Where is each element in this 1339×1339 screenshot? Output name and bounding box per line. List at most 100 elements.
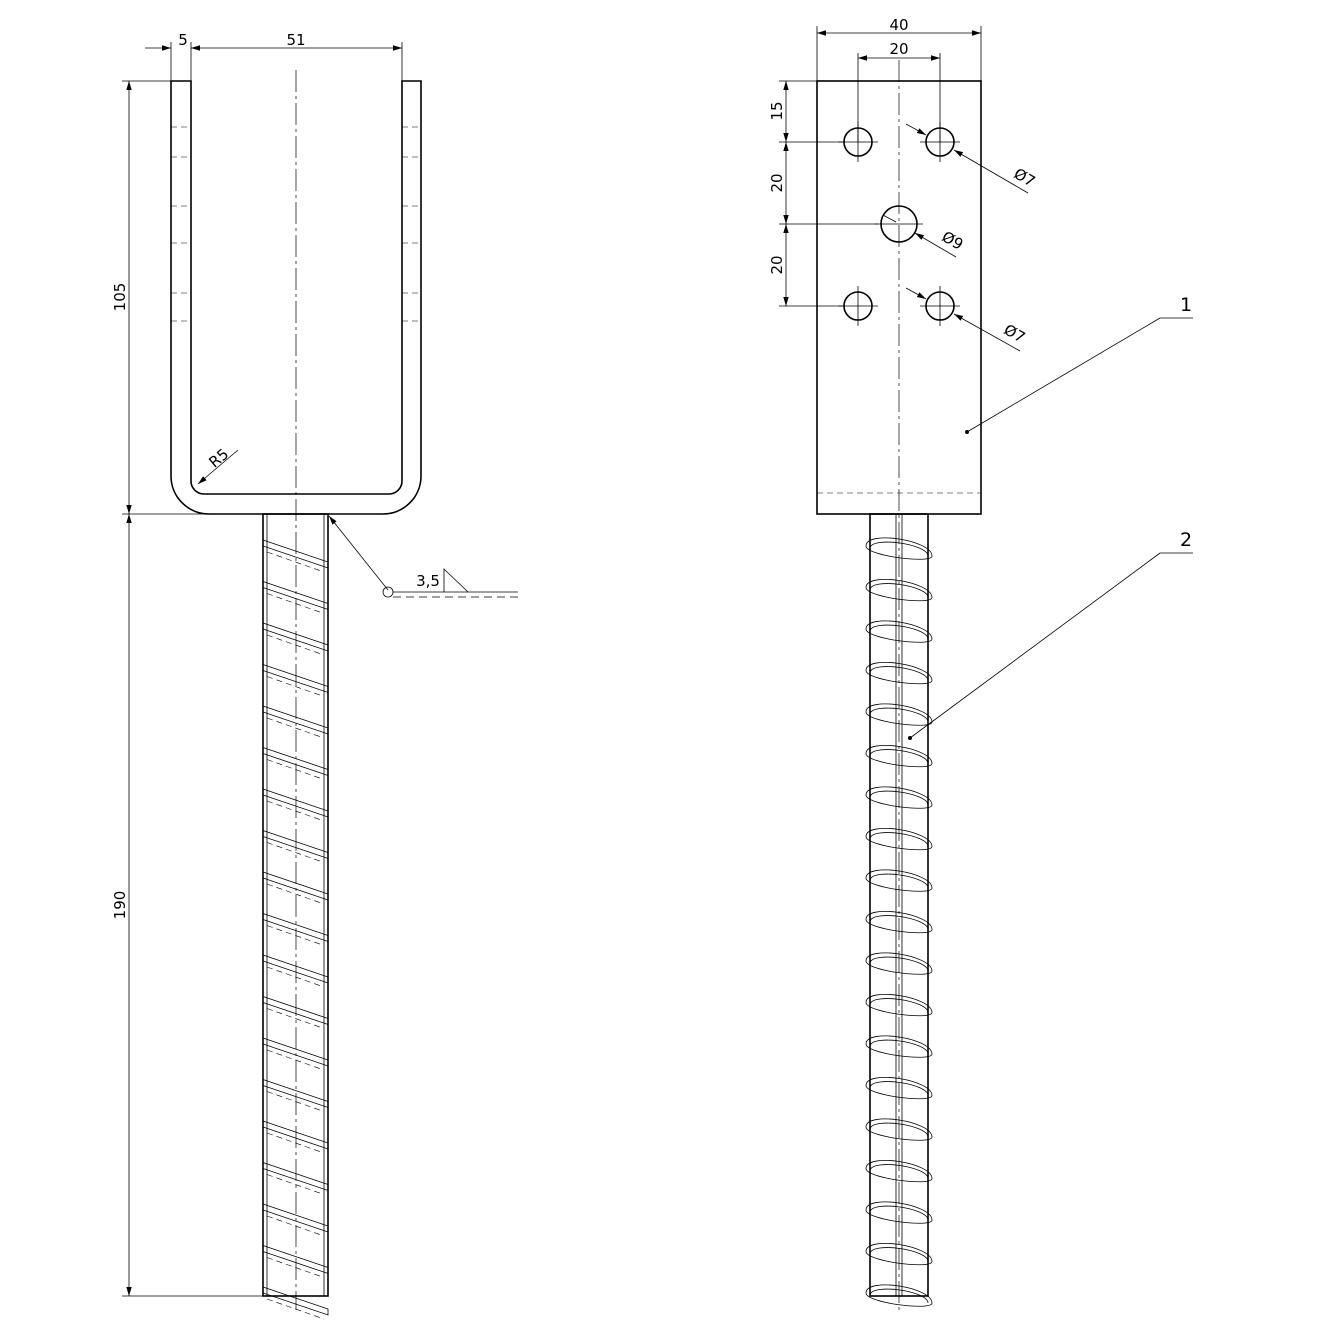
side-rib-coil-inner (869, 541, 929, 557)
front-rib-hidden (266, 593, 325, 614)
front-rib (262, 539, 329, 569)
side-dimensions: 40 20 15 20 20 Ø7 Ø9 Ø (768, 16, 1038, 352)
dim-plate-width: 40 (889, 16, 908, 34)
front-rib (262, 912, 329, 943)
front-rib-hidden (266, 842, 325, 863)
callout-2: 2 (1180, 529, 1192, 551)
side-rod-outline (869, 513, 929, 1297)
side-rib-coil (865, 1160, 933, 1183)
side-rib-coil (865, 579, 933, 602)
weld-symbol: 3,5 (328, 515, 518, 598)
front-rib-hidden (266, 1008, 325, 1029)
side-rib-coil-inner (869, 790, 929, 806)
front-rod-ribs (262, 539, 329, 1320)
side-rib-coil-inner (869, 832, 929, 847)
u-bracket-outline (170, 80, 422, 515)
front-rib-hidden (266, 1257, 325, 1278)
side-rib-coil (865, 662, 933, 685)
front-rib (262, 1078, 329, 1109)
front-dimensions: 5 51 105 190 R5 (111, 31, 403, 1297)
flange-hole-hidden-lines (171, 126, 421, 322)
side-rib-coil (865, 952, 933, 975)
side-rib-coil-inner (869, 956, 929, 972)
side-rib-coil (865, 828, 933, 851)
front-rib-hidden (266, 759, 325, 780)
front-rib (262, 580, 329, 611)
front-rib-hidden (266, 1049, 325, 1071)
side-rib-coil-inner (869, 707, 929, 723)
dim-hole-spacing: 20 (889, 40, 908, 58)
side-rib-coil (865, 1284, 933, 1307)
front-rib-hidden (266, 1298, 325, 1320)
side-rib-coil-inner (869, 1288, 929, 1304)
side-rib-coil-inner (869, 583, 929, 598)
front-rib (262, 829, 329, 860)
dim-inner-radius: R5 (205, 445, 232, 472)
dim-center-hole: Ø9 (939, 228, 966, 254)
side-rib-coil (865, 1118, 933, 1141)
front-rib (262, 1037, 329, 1067)
front-rib (262, 663, 329, 694)
front-rib-hidden (266, 1215, 325, 1237)
front-rib (262, 1120, 329, 1150)
front-rib (262, 1161, 329, 1192)
side-rib-coil-inner (869, 1205, 929, 1221)
front-rib-hidden (266, 1174, 325, 1195)
dim-wall-thickness: 5 (178, 31, 188, 49)
front-rib-hidden (266, 966, 325, 988)
front-rib (262, 746, 329, 777)
front-rib-hidden (266, 676, 325, 697)
side-rib-coil-inner (869, 624, 929, 640)
mounting-holes (838, 122, 960, 326)
side-rib-coil (865, 1077, 933, 1100)
side-rib-coil-inner (869, 915, 929, 930)
front-rib (262, 705, 329, 735)
side-rib-coil-inner (869, 873, 929, 889)
front-view: 5 51 105 190 R5 3,5 (111, 31, 518, 1320)
side-rib-coil (865, 1201, 933, 1224)
front-rib (262, 1286, 329, 1316)
side-rib-coil (865, 869, 933, 892)
front-rib (262, 1203, 329, 1233)
dim-rod-length: 190 (111, 891, 129, 920)
front-rib-hidden (266, 800, 325, 822)
front-rib-hidden (266, 634, 325, 656)
side-rib-coil-inner (869, 1039, 929, 1055)
side-rib-coil (865, 1243, 933, 1266)
side-rib-coil (865, 620, 933, 643)
front-rib-hidden (266, 883, 325, 905)
part-callouts: 1 2 (908, 294, 1193, 740)
side-rib-coil-inner (869, 1122, 929, 1138)
side-rib-coil (865, 994, 933, 1017)
dim-vertical-spacing-2: 20 (768, 255, 786, 274)
side-rib-coil (865, 1035, 933, 1058)
side-view: 40 20 15 20 20 Ø7 Ø9 Ø (768, 16, 1193, 1310)
dim-inner-width: 51 (286, 31, 305, 49)
front-rib-hidden (266, 551, 325, 573)
front-rib-hidden (266, 1132, 325, 1154)
front-rib (262, 871, 329, 901)
side-rib-coil (865, 911, 933, 934)
side-rib-coil-inner (869, 998, 929, 1013)
dim-vertical-spacing-1: 20 (768, 173, 786, 192)
side-rib-coil (865, 786, 933, 809)
side-rib-coil (865, 745, 933, 768)
callout-1: 1 (1180, 294, 1192, 316)
side-rib-coil-inner (869, 1164, 929, 1179)
front-rib (262, 995, 329, 1026)
side-rib-coil-inner (869, 749, 929, 764)
front-rib (262, 788, 329, 818)
front-rod-outline (262, 513, 329, 1297)
front-rib (262, 622, 329, 652)
side-rod-ribs (865, 537, 933, 1307)
front-rib (262, 1244, 329, 1275)
side-rib-coil-inner (869, 666, 929, 681)
dim-top-offset: 15 (768, 101, 786, 120)
front-rib (262, 954, 329, 984)
front-rib-hidden (266, 925, 325, 946)
side-rib-coil-inner (869, 1247, 929, 1262)
weld-size: 3,5 (416, 572, 440, 590)
dim-bracket-height: 105 (111, 283, 129, 312)
side-rib-coil-inner (869, 1081, 929, 1096)
